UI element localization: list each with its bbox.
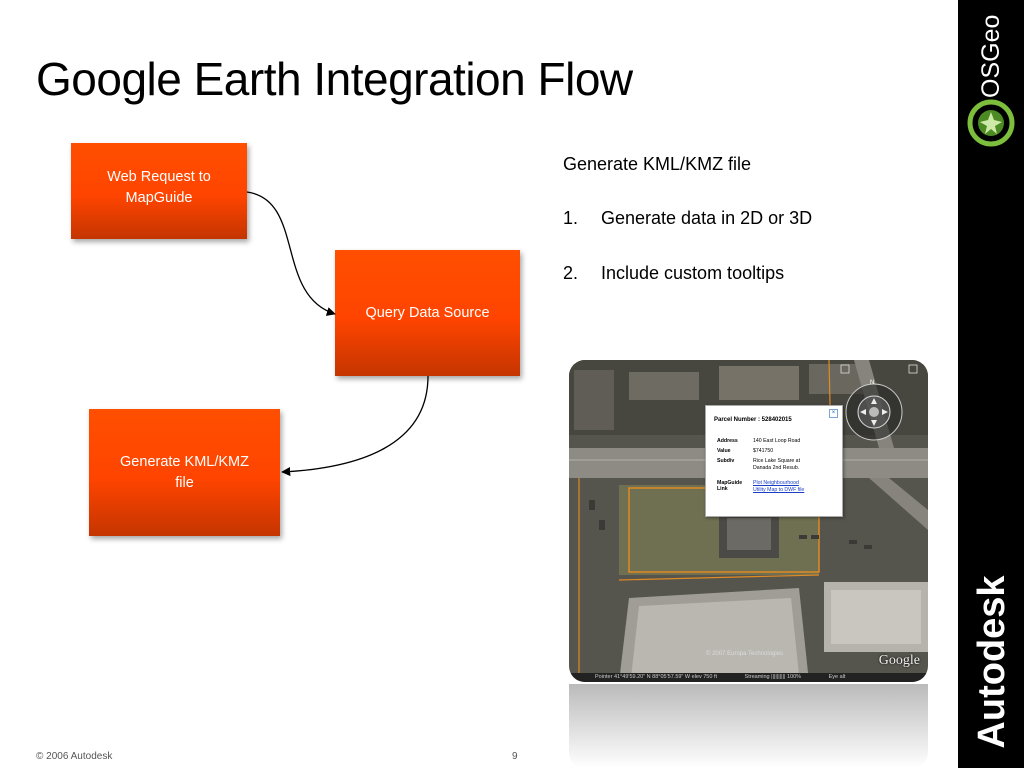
slide-title: Google Earth Integration Flow bbox=[36, 53, 633, 105]
flow-step-label: Generate KML/KMZ bbox=[120, 453, 249, 470]
navigation-compass-icon bbox=[845, 383, 903, 441]
google-logo: Google bbox=[878, 653, 920, 668]
eye-altitude: Eye alt bbox=[828, 674, 846, 680]
copyright-footer: © 2006 Autodesk bbox=[36, 751, 113, 762]
streaming-indicator: Streaming |||||||||| 100% bbox=[744, 674, 802, 680]
description-item-num: 2. bbox=[563, 263, 579, 283]
flow-step-label: Web Request to bbox=[107, 169, 211, 185]
tooltip-balloon: × Parcel Number : 528402015 Address 140 … bbox=[705, 405, 843, 517]
tooltip-title: Parcel Number : 528402015 bbox=[714, 417, 792, 423]
plot-neighbourhood-link[interactable]: Plot Neighbourhood bbox=[753, 480, 799, 486]
flow-step-generate-kml: Generate KML/KMZ file bbox=[89, 409, 280, 536]
flow-step-label: MapGuide bbox=[125, 190, 193, 206]
description-item-text: Generate data in 2D or 3D bbox=[601, 208, 813, 228]
close-icon[interactable]: × bbox=[829, 409, 838, 418]
flow-step-web-request: Web Request to MapGuide bbox=[71, 143, 247, 239]
description-heading: Generate KML/KMZ file bbox=[563, 154, 752, 174]
osgeo-logo-icon bbox=[967, 99, 1015, 147]
status-bar: Pointer 41°49'59.20" N 88°05'57.59" W el… bbox=[569, 673, 928, 682]
compass-north-label: N bbox=[870, 380, 875, 386]
flow-step-label: Query Data Source bbox=[365, 304, 490, 321]
coordinates-readout: Pointer 41°49'59.20" N 88°05'57.59" W el… bbox=[595, 674, 718, 680]
page-number: 9 bbox=[512, 751, 518, 762]
imagery-credit: © 2007 Europa Technologies bbox=[706, 651, 784, 657]
description-item-text: Include custom tooltips bbox=[601, 263, 785, 283]
connector-arrow-1 bbox=[246, 191, 336, 316]
utility-map-link[interactable]: Utility Map to DWF file bbox=[753, 487, 805, 493]
google-earth-screenshot: N × Parcel Number : 528402015 Address 14… bbox=[569, 360, 928, 682]
flow-step-label: file bbox=[175, 474, 194, 491]
screenshot-reflection bbox=[569, 684, 928, 768]
description-item-num: 1. bbox=[563, 208, 579, 228]
connector-arrow-2 bbox=[281, 375, 429, 477]
flow-step-query-data: Query Data Source bbox=[335, 250, 520, 376]
